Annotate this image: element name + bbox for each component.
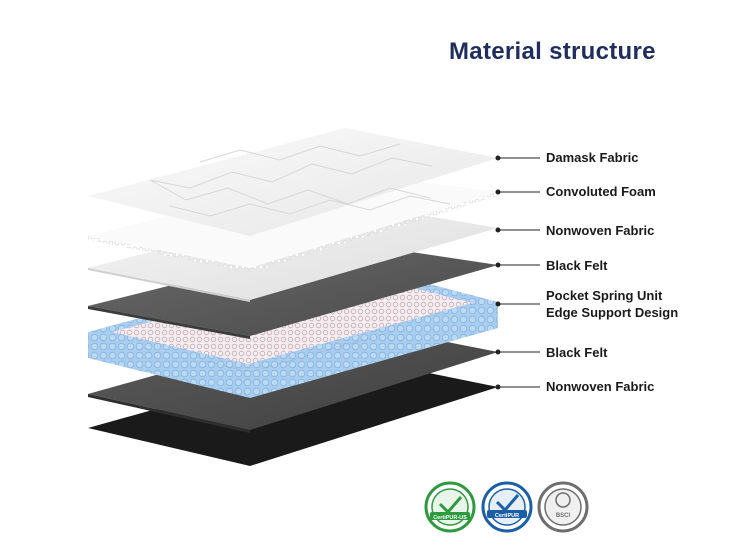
label-black-felt-upper: Black Felt — [546, 258, 608, 273]
label-convoluted-foam: Convoluted Foam — [546, 184, 656, 199]
label-nonwoven-fabric-lower: Nonwoven Fabric — [546, 379, 655, 394]
label-damask-fabric: Damask Fabric — [546, 150, 639, 165]
bsci-badge — [537, 481, 589, 533]
layer-black-felt-upper — [88, 242, 498, 339]
certipur-us-badge — [424, 481, 476, 533]
label-pocket-spring-unit: Pocket Spring Unit — [546, 288, 663, 303]
certipur-label: CertiPUR — [495, 513, 519, 519]
leader-lines — [495, 155, 540, 390]
page-title: Material structure — [449, 38, 656, 65]
certipur-us-label: CertiPUR-US — [433, 515, 467, 521]
label-black-felt-lower: Black Felt — [546, 345, 608, 360]
label-nonwoven-fabric-upper: Nonwoven Fabric — [546, 223, 655, 238]
bsci-label: BSCI — [556, 513, 571, 519]
label-edge-support-design: Edge Support Design — [546, 305, 679, 320]
layer-damask-fabric — [88, 128, 498, 236]
certipur-badge — [481, 481, 533, 533]
